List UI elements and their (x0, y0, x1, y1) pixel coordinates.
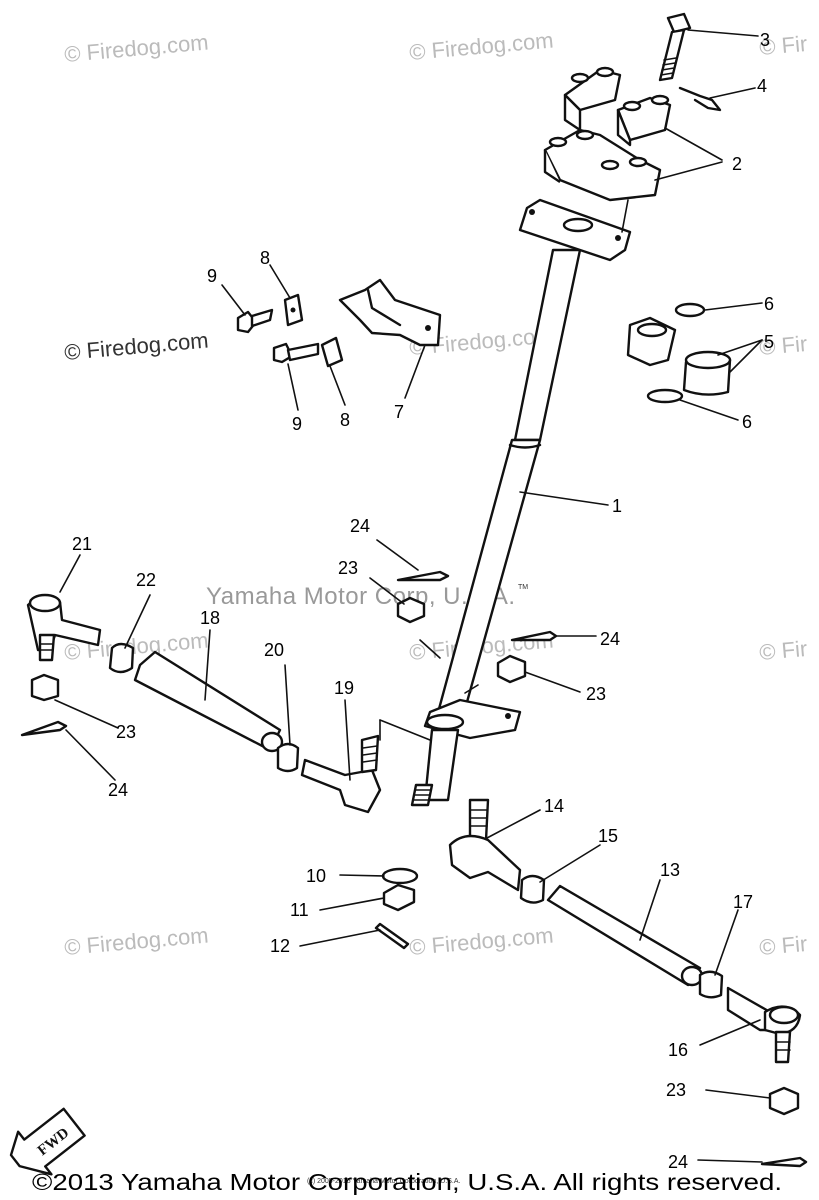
callout-21: 21 (72, 534, 92, 554)
callout-23-left: 23 (116, 722, 136, 742)
callout-2: 2 (732, 154, 742, 174)
callout-23-right: 23 (586, 684, 606, 704)
small-copyright: (c) 2005-2015 Yamaha Motor Corporation, … (307, 1178, 460, 1185)
watermark-firedog-9: © Fir (758, 636, 808, 665)
callout-4: 4 (757, 76, 767, 96)
part-3-bolt (658, 12, 692, 82)
watermark-firedog-4: © Firedog.com (63, 327, 209, 365)
callout-24-right: 24 (600, 629, 620, 649)
callout-14: 14 (544, 796, 564, 816)
watermark-firedog-11: © Firedog.com (408, 922, 554, 960)
callout-8-lower: 8 (340, 410, 350, 430)
callout-7: 7 (394, 402, 404, 422)
callout-9-upper: 9 (207, 266, 217, 286)
callout-18: 18 (200, 608, 220, 628)
callout-10: 10 (306, 866, 326, 886)
leader-lines (54, 29, 771, 1163)
watermark-firedog-6: © Fir (758, 331, 808, 360)
watermarks: © Firedog.com © Firedog.com © Fir © Fire… (63, 27, 808, 960)
callout-12: 12 (270, 936, 290, 956)
callout-3: 3 (760, 30, 770, 50)
callout-20: 20 (264, 640, 284, 660)
callout-16: 16 (668, 1040, 688, 1060)
callout-6-lower: 6 (742, 412, 752, 432)
watermark-firedog-12: © Fir (758, 931, 808, 960)
callout-15: 15 (598, 826, 618, 846)
part-7-bracket (338, 278, 442, 347)
callout-23-bottom: 23 (666, 1080, 686, 1100)
part-bushings (626, 302, 732, 404)
part-handlebar-holders (543, 66, 672, 202)
part-tie-rod-right (448, 798, 802, 1064)
watermark-yamaha: Yamaha Motor Corp, U.S.A. (206, 583, 516, 610)
fwd-arrow: FWD (9, 1107, 86, 1176)
part-tie-rod-left (26, 593, 382, 814)
callout-13: 13 (660, 860, 680, 880)
callout-1: 1 (612, 496, 622, 516)
part-steering-shaft (410, 198, 632, 807)
callout-8-upper: 8 (260, 248, 270, 268)
callout-19: 19 (334, 678, 354, 698)
callout-24-bottom: 24 (668, 1152, 688, 1172)
watermark-firedog-3: © Fir (758, 31, 808, 60)
watermark-firedog-2: © Firedog.com (408, 27, 554, 65)
callout-5: 5 (764, 332, 774, 352)
callout-22: 22 (136, 570, 156, 590)
callout-24-left: 24 (108, 780, 128, 800)
callout-labels: 3 4 2 6 5 6 1 7 8 8 9 9 24 23 24 23 21 2… (72, 30, 774, 1172)
callout-17: 17 (733, 892, 753, 912)
part-4-plate (678, 86, 722, 112)
watermark-firedog-1: © Firedog.com (63, 29, 209, 67)
watermark-firedog-10: © Firedog.com (63, 922, 209, 960)
callout-11: 11 (290, 900, 309, 920)
footer-copyright: ©2013 Yamaha Motor Corporation, U.S.A. A… (32, 1169, 782, 1195)
part-8-9-fasteners (236, 293, 344, 368)
part-nuts-and-pins (20, 570, 808, 1168)
callout-9-lower: 9 (292, 414, 302, 434)
callout-24-mid: 24 (350, 516, 370, 536)
watermark-tm: TM (518, 584, 528, 591)
callout-6-upper: 6 (764, 294, 774, 314)
callout-23-mid: 23 (338, 558, 358, 578)
